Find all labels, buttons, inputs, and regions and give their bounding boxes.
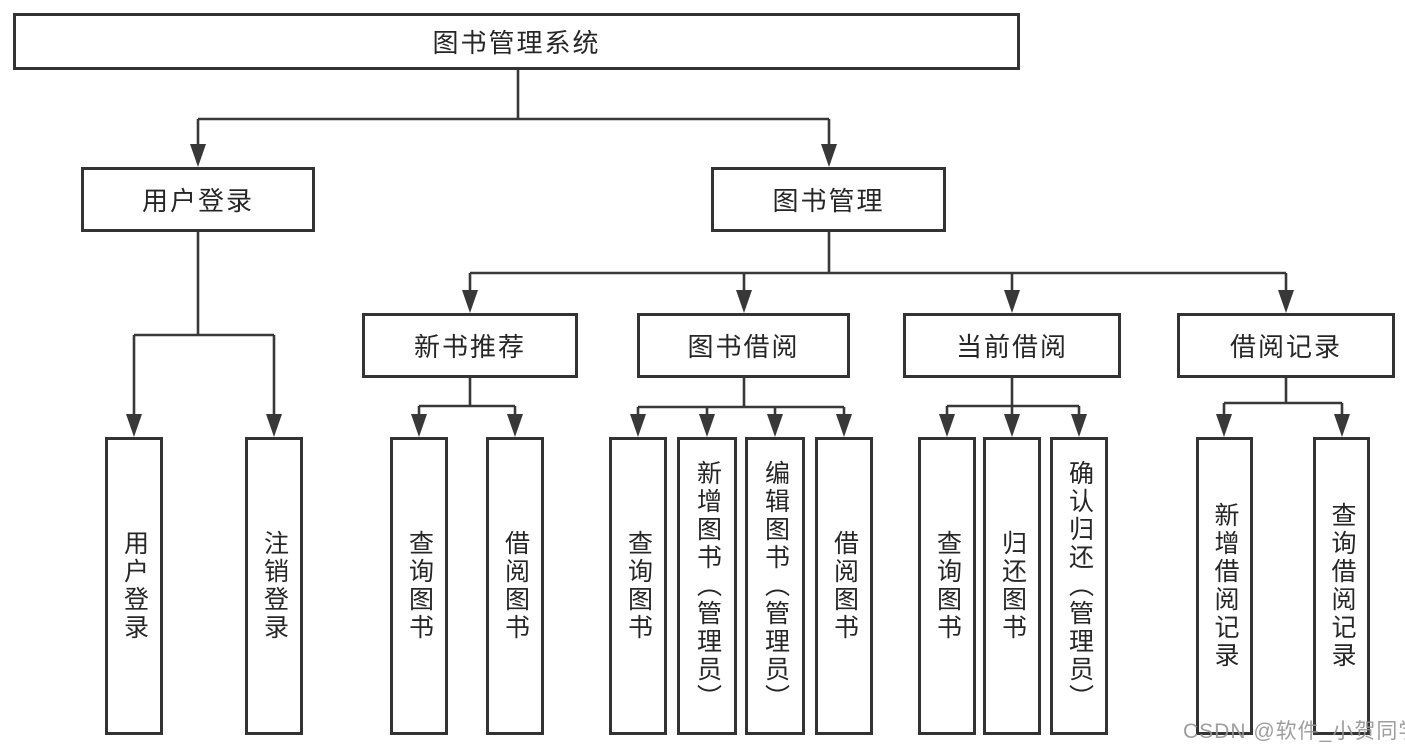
- leaf-borrow-edit-books-admin: 编辑图书（管理员）: [745, 437, 805, 735]
- node-book-borrow-label: 图书借阅: [687, 332, 800, 362]
- leaf-recommend-borrow-books: 借阅图书: [486, 437, 544, 735]
- connector-root-to-level2: [196, 70, 831, 146]
- leaf-records-add-record-label: 新增借阅记录: [1211, 502, 1239, 670]
- node-borrow-records-label: 借阅记录: [1229, 332, 1342, 362]
- leaf-borrow-query-books: 查询图书: [609, 437, 667, 735]
- node-user-login: 用户登录: [81, 167, 315, 232]
- node-user-login-label: 用户登录: [141, 186, 254, 216]
- leaf-recommend-borrow-books-label: 借阅图书: [501, 530, 530, 642]
- connector-borrow-children: [636, 378, 846, 416]
- leaf-borrow-query-books-label: 查询图书: [624, 530, 653, 642]
- arrowheads-level3: [462, 290, 1294, 313]
- leaf-current-query-books-label: 查询图书: [933, 530, 962, 642]
- leaf-logout: 注销登录: [245, 437, 303, 735]
- leaf-recommend-query-books: 查询图书: [390, 437, 448, 735]
- node-root-label: 图书管理系统: [432, 28, 601, 58]
- leaf-current-confirm-return-admin: 确认归还（管理员）: [1050, 437, 1108, 735]
- connector-current-borrow-children: [945, 378, 1081, 416]
- leaf-records-query-record: 查询借阅记录: [1313, 437, 1370, 735]
- connector-recommend-children: [417, 378, 517, 416]
- leaf-borrow-borrow-books-label: 借阅图书: [830, 530, 859, 642]
- arrowheads-level4: [411, 414, 1350, 437]
- arrowheads-level2: [190, 144, 837, 167]
- node-current-borrow-label: 当前借阅: [955, 332, 1068, 362]
- connector-user-login-children: [132, 232, 276, 416]
- leaf-borrow-edit-books-admin-label: 编辑图书（管理员）: [761, 460, 790, 712]
- leaf-records-query-record-label: 查询借阅记录: [1328, 502, 1356, 670]
- node-new-book-recommend: 新书推荐: [362, 313, 578, 378]
- leaf-recommend-query-books-label: 查询图书: [405, 530, 434, 642]
- node-book-borrow: 图书借阅: [637, 313, 850, 378]
- leaf-borrow-borrow-books: 借阅图书: [815, 437, 873, 735]
- arrowheads-user-login-children: [126, 414, 282, 437]
- leaf-records-add-record: 新增借阅记录: [1196, 437, 1253, 735]
- node-root: 图书管理系统: [13, 13, 1020, 70]
- node-current-borrow: 当前借阅: [903, 313, 1121, 378]
- leaf-current-confirm-return-admin-label: 确认归还（管理员）: [1065, 460, 1094, 712]
- leaf-user-login-label: 用户登录: [120, 530, 149, 642]
- leaf-current-return-books: 归还图书: [983, 437, 1041, 735]
- csdn-watermark: CSDN @软件_小贺同学: [1183, 720, 1405, 743]
- node-book-management: 图书管理: [711, 167, 946, 232]
- leaf-borrow-add-books-admin-label: 新增图书（管理员）: [693, 460, 722, 712]
- leaf-current-return-books-label: 归还图书: [998, 530, 1027, 642]
- leaf-borrow-add-books-admin: 新增图书（管理员）: [677, 437, 737, 735]
- leaf-current-query-books: 查询图书: [918, 437, 976, 735]
- connector-book-management-children: [468, 232, 1288, 292]
- node-new-book-recommend-label: 新书推荐: [413, 332, 526, 362]
- node-borrow-records: 借阅记录: [1177, 313, 1395, 378]
- node-book-management-label: 图书管理: [772, 186, 885, 216]
- leaf-logout-label: 注销登录: [260, 530, 289, 642]
- leaf-user-login: 用户登录: [105, 437, 163, 735]
- connector-records-children: [1222, 378, 1344, 416]
